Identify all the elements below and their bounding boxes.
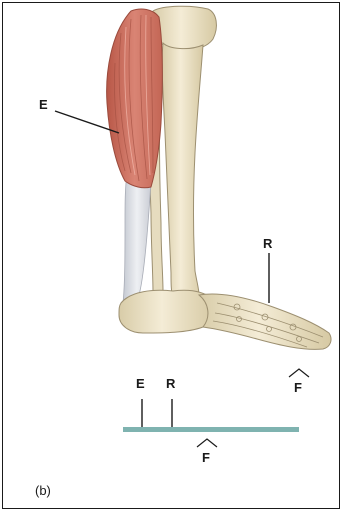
figure-frame: E R F E R F (b) [2, 2, 340, 509]
tibia-bone [162, 43, 203, 299]
figure-caption: (b) [35, 484, 51, 497]
leg-lever-illustration [3, 3, 341, 510]
lever-resistance-label: R [166, 377, 175, 390]
lever-bar [123, 427, 299, 432]
lever-fulcrum-label: F [202, 451, 210, 464]
effort-label: E [39, 98, 48, 111]
foot-fulcrum-caret [289, 369, 309, 377]
lever-effort-label: E [136, 377, 145, 390]
resistance-label: R [263, 237, 272, 250]
lever-fulcrum-caret [197, 439, 217, 447]
foot-fulcrum-label: F [294, 381, 302, 394]
achilles-tendon [123, 173, 151, 305]
